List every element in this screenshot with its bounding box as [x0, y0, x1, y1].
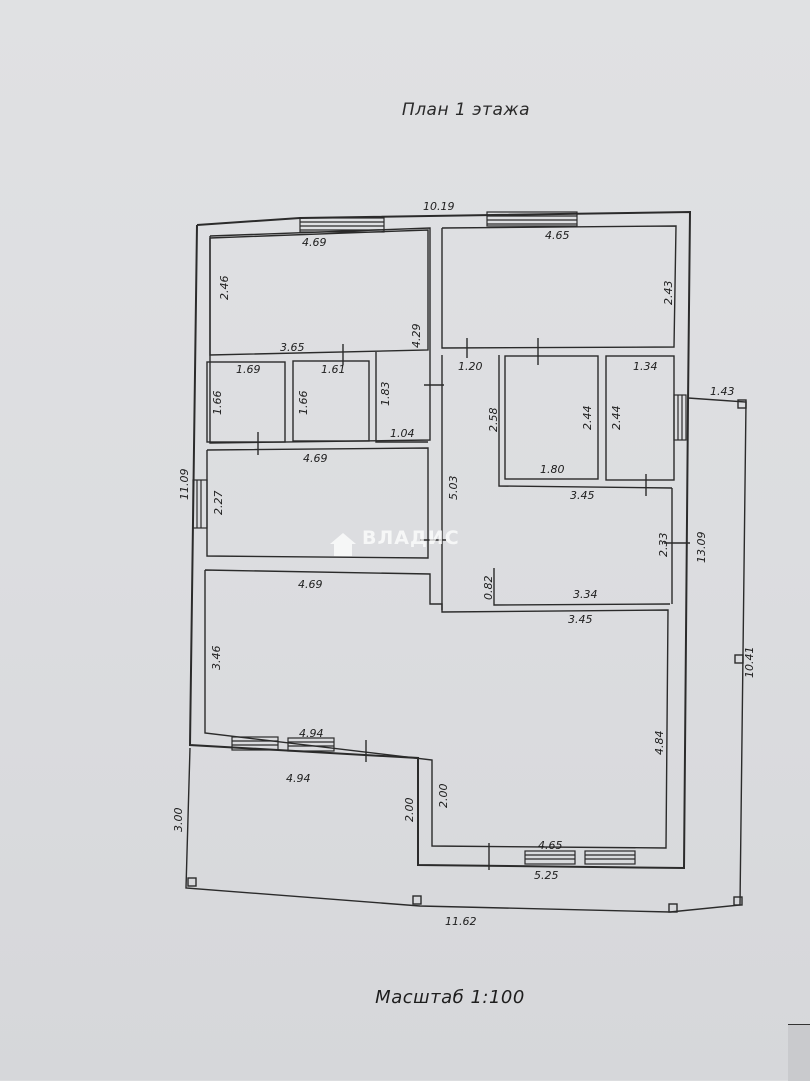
window-living-left [231, 736, 335, 752]
svg-text:3.00: 3.00 [172, 808, 185, 833]
living-room-outline [204, 569, 669, 849]
svg-text:3.45: 3.45 [568, 613, 593, 626]
house-logo-icon [330, 532, 356, 556]
svg-text:13.09: 13.09 [695, 532, 708, 564]
corridor-stub [493, 568, 671, 606]
column-3 [668, 903, 678, 913]
bath-small-1-outline [206, 361, 286, 443]
svg-text:1.80: 1.80 [540, 463, 565, 476]
svg-text:4.65: 4.65 [545, 229, 570, 242]
svg-text:2.00: 2.00 [403, 798, 416, 823]
hall-lower-wall [498, 355, 673, 489]
svg-text:3.45: 3.45 [570, 489, 595, 502]
room-top-left-wall [209, 227, 431, 444]
page-title: План 1 этажа [401, 100, 531, 120]
svg-text:1.83: 1.83 [379, 382, 392, 407]
svg-text:4.65: 4.65 [538, 839, 563, 852]
svg-text:3.46: 3.46 [210, 646, 223, 671]
watermark: ВЛАДИС [330, 527, 460, 556]
window-top-right [486, 211, 578, 227]
svg-text:2.58: 2.58 [487, 408, 500, 433]
svg-text:1.43: 1.43 [710, 385, 735, 398]
bath-small-2-outline [292, 360, 370, 442]
svg-text:4.84: 4.84 [653, 731, 666, 756]
svg-text:5.25: 5.25 [534, 869, 559, 882]
svg-text:1.66: 1.66 [211, 391, 224, 416]
svg-text:2.00: 2.00 [437, 784, 450, 809]
column-2 [412, 895, 422, 905]
terrace-outline [185, 397, 747, 913]
svg-text:4.69: 4.69 [298, 578, 323, 591]
dimension-labels: 10.19 4.69 4.65 2.46 2.43 4.29 3.65 1.69… [172, 200, 756, 928]
svg-text:10.41: 10.41 [743, 647, 756, 679]
svg-text:11.62: 11.62 [445, 915, 477, 928]
room-top-right-outline [441, 225, 677, 349]
column-4 [733, 896, 743, 906]
window-top-left [299, 217, 385, 233]
svg-text:4.69: 4.69 [303, 452, 328, 465]
closet-outline [375, 352, 428, 443]
window-living-bottom [524, 850, 636, 865]
svg-text:4.69: 4.69 [302, 236, 327, 249]
svg-text:2.33: 2.33 [657, 533, 670, 558]
svg-text:1.61: 1.61 [321, 363, 346, 376]
svg-text:4.94: 4.94 [286, 772, 311, 785]
column-5 [734, 654, 744, 664]
svg-text:4.94: 4.94 [299, 727, 324, 740]
svg-text:1.04: 1.04 [390, 427, 415, 440]
paper-edge [788, 1024, 810, 1081]
svg-text:2.44: 2.44 [610, 406, 623, 431]
svg-text:3.34: 3.34 [573, 588, 598, 601]
svg-text:2.46: 2.46 [218, 276, 231, 301]
room-top-left-outline [209, 229, 429, 356]
window-left-mid [192, 479, 208, 529]
svg-text:2.44: 2.44 [581, 406, 594, 431]
svg-text:1.34: 1.34 [633, 360, 658, 373]
window-right-mid [673, 394, 687, 441]
svg-text:4.29: 4.29 [410, 324, 423, 349]
svg-text:2.43: 2.43 [662, 281, 675, 306]
svg-text:2.27: 2.27 [212, 491, 225, 516]
scale-label: Масштаб 1:100 [375, 987, 525, 1008]
outer-walls [188, 210, 692, 870]
svg-text:1.69: 1.69 [236, 363, 261, 376]
column-1 [187, 877, 197, 887]
svg-text:1.20: 1.20 [458, 360, 483, 373]
svg-text:0.82: 0.82 [482, 576, 495, 601]
watermark-text: ВЛАДИС [362, 527, 460, 549]
svg-text:5.03: 5.03 [447, 476, 460, 501]
column-6 [737, 399, 747, 409]
svg-text:11.09: 11.09 [178, 469, 191, 501]
svg-text:1.66: 1.66 [297, 391, 310, 416]
svg-text:10.19: 10.19 [423, 200, 455, 213]
room-mid-1-outline [504, 355, 599, 480]
svg-text:3.65: 3.65 [280, 341, 305, 354]
